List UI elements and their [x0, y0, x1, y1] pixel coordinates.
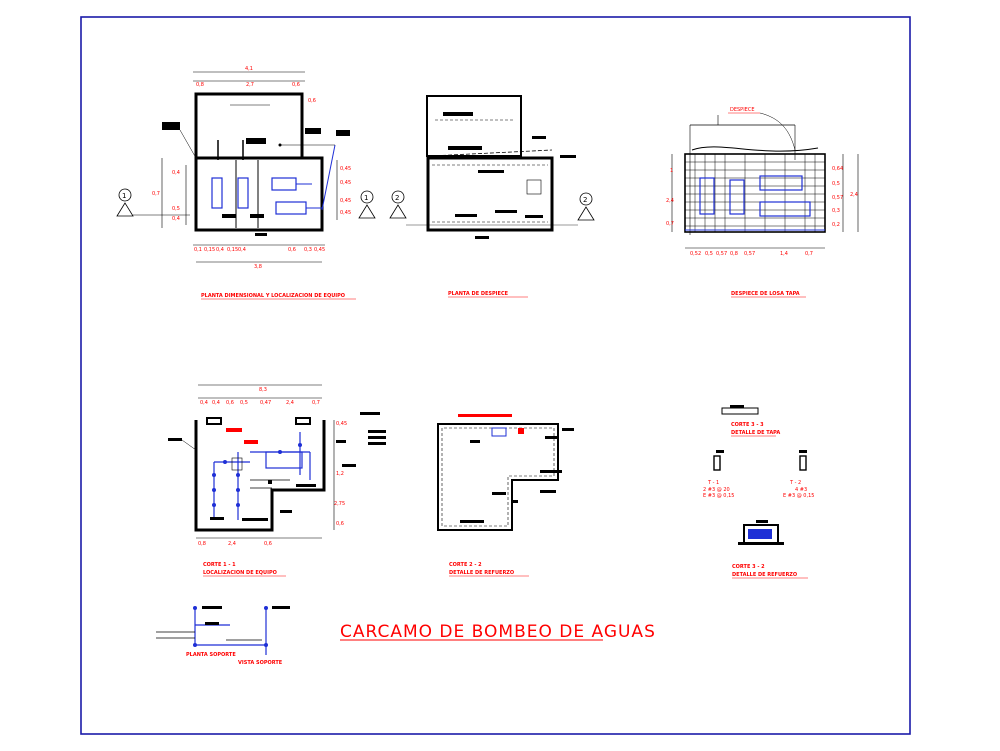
planta-dim-r2: 0,45 [340, 180, 351, 186]
planta-dim-b5: 0,4 [238, 247, 246, 253]
corte1-level-2: 1,2 [336, 471, 344, 477]
detalle-caption-d: DETALLE DE REFUERZO [732, 572, 797, 578]
planta-dim-l1: 0,4 [172, 170, 180, 176]
losa-label: DESPIECE [730, 107, 754, 113]
planta-dim-b6: 0,6 [288, 247, 296, 253]
planta-dim-l4: 0,4 [172, 216, 180, 222]
section-mark-1-right: 1 [358, 190, 376, 219]
losa-dim-far: 2,4 [850, 192, 858, 198]
view-losa: DESPIECE [666, 107, 859, 298]
planta-dim-b7: 0,3 [304, 247, 312, 253]
planta-dim-r1: 0,45 [340, 166, 351, 172]
despiece-caption: PLANTA DE DESPIECE [448, 291, 509, 297]
losa-dim-b7: 0,7 [805, 251, 813, 257]
isometric-label-a: PLANTA SOPORTE [186, 652, 236, 658]
svg-text:2: 2 [395, 194, 399, 202]
planta-dim-mid: 2,7 [246, 82, 254, 88]
svg-text:1: 1 [122, 192, 126, 200]
corte2-caption-a: CORTE 2 - 2 [449, 562, 482, 568]
view-detalle: CORTE 3 - 3 DETALLE DE TAPA T - 1 2 #3 @… [703, 405, 814, 579]
view-corte1: 8,3 0,4 0,4 0,6 0,5 0,47 2,4 0,7 [168, 384, 386, 577]
drawing-title: CARCAMO DE BOMBEO DE AGUAS [340, 622, 656, 642]
losa-dim-l3: 0,7 [666, 221, 674, 227]
corte1-level-1: 0,45 [336, 421, 347, 427]
corte1-dim-top: 8,3 [259, 387, 267, 393]
planta-dim-l2: 0,7 [152, 191, 160, 197]
corte1-dim-b1: 0,8 [198, 541, 206, 547]
svg-text:2 #3 @ 20: 2 #3 @ 20 [703, 487, 730, 493]
detalle-sec-left: T - 1 [707, 480, 719, 486]
planta-dim-r3: 0,45 [340, 198, 351, 204]
corte1-dim-t3: 0,6 [226, 400, 234, 406]
svg-text:2: 2 [583, 196, 587, 204]
planta-dim-b8: 0,45 [314, 247, 325, 253]
corte1-dim-t1: 0,4 [200, 400, 208, 406]
losa-dim-l2: 2,4 [666, 198, 674, 204]
losa-dim-b1: 0,52 [690, 251, 701, 257]
corte1-caption-b: LOCALIZACION DE EQUIPO [203, 570, 277, 576]
losa-dim-r1: 0,64 [832, 166, 843, 172]
view-isometric: PLANTA SOPORTE VISTA SOPORTE [156, 606, 290, 666]
planta-caption: PLANTA DIMENSIONAL Y LOCALIZACION DE EQU… [201, 293, 345, 299]
losa-dim-b6: 1,4 [780, 251, 788, 257]
detalle-caption-b: DETALLE DE TAPA [731, 430, 780, 436]
corte1-dim-t7: 0,7 [312, 400, 320, 406]
section-mark-2-right: 2 [406, 192, 595, 226]
svg-text:1: 1 [364, 194, 368, 202]
corte1-dim-t2: 0,4 [212, 400, 220, 406]
section-mark-2-left: 2 [389, 190, 407, 219]
view-despiece: 2 PLANTA DE DESPIECE [406, 95, 595, 298]
corte1-caption-a: CORTE 1 - 1 [203, 562, 236, 568]
corte1-dim-b3: 0,6 [264, 541, 272, 547]
planta-dim-b4: 0,15 [227, 247, 238, 253]
losa-dim-r3: 0,57 [832, 195, 843, 201]
planta-dim-b3: 0,4 [216, 247, 224, 253]
losa-dim-r5: 0,2 [832, 222, 840, 228]
view-planta: 4,1 0,8 2,7 0,6 [116, 66, 407, 300]
isometric-label-b: VISTA SOPORTE [238, 660, 283, 666]
losa-caption: DESPIECE DE LOSA TAPA [731, 291, 800, 297]
planta-dim-total: 4,1 [245, 66, 253, 72]
planta-dim-l3: 0,5 [172, 206, 180, 212]
corte1-dim-t6: 2,4 [286, 400, 294, 406]
svg-text:4 #3: 4 #3 [795, 487, 807, 493]
corte1-dim-t4: 0,5 [240, 400, 248, 406]
corte1-dim-t5: 0,47 [260, 400, 271, 406]
corte2-caption-b: DETALLE DE REFUERZO [449, 570, 514, 576]
corte1-dim-b2: 2,4 [228, 541, 236, 547]
detalle-sec-right: T - 2 [789, 480, 801, 486]
view-corte2: CORTE 2 - 2 DETALLE DE REFUERZO [437, 414, 574, 577]
losa-dim-l1: 1 [670, 168, 673, 174]
sheet-frame [80, 16, 911, 735]
detalle-caption-a: CORTE 3 - 3 [731, 422, 764, 428]
corte1-level-4: 0,6 [336, 521, 344, 527]
svg-text:0,6: 0,6 [308, 98, 316, 104]
losa-dim-b5: 0,57 [744, 251, 755, 257]
planta-dim-left: 0,8 [196, 82, 204, 88]
losa-dim-b4: 0,8 [730, 251, 738, 257]
svg-text:E #3 @ 0,15: E #3 @ 0,15 [703, 493, 734, 499]
planta-dim-right: 0,6 [292, 82, 300, 88]
corte1-level-3: 2,75 [334, 501, 345, 507]
losa-dim-r4: 0,3 [832, 208, 840, 214]
losa-dim-b3: 0,57 [716, 251, 727, 257]
planta-dim-b2: 0,15 [204, 247, 215, 253]
svg-text:E #3 @ 0,15: E #3 @ 0,15 [783, 493, 814, 499]
planta-dim-b1: 0,1 [194, 247, 202, 253]
detalle-caption-c: CORTE 3 - 2 [732, 564, 765, 570]
section-mark-1-left: 1 [116, 188, 190, 217]
losa-dim-b2: 0,5 [705, 251, 713, 257]
planta-dim-r4: 0,45 [340, 210, 351, 216]
losa-dim-r2: 0,5 [832, 181, 840, 187]
planta-dim-bottom: 3,8 [254, 264, 262, 270]
